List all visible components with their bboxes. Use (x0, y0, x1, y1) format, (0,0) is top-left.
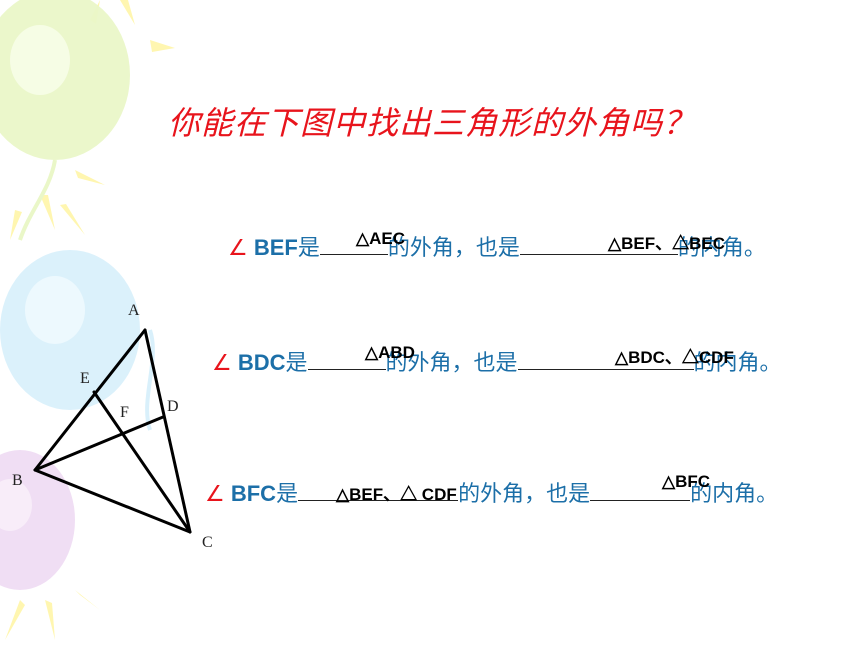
answer-1: △BEF、△ CDF (336, 485, 457, 504)
side-ca (143, 328, 192, 534)
question-row-1: ∠ BEF是 的外角，也是 的内角。 (228, 230, 766, 262)
interior-text: 的内角。 (677, 236, 766, 261)
point-label-f: F (120, 404, 129, 421)
point-label-e: E (80, 370, 90, 387)
answer-blank-1 (307, 351, 386, 370)
page-title: 你能在下图中找出三角形的外角吗？ (168, 104, 697, 142)
point-label-d: D (167, 398, 179, 415)
angle-symbol: ∠ (212, 351, 232, 376)
exterior-text: 的外角，也是 (385, 351, 518, 376)
angle-label: BEF (247, 235, 298, 260)
answer-2: △BEF、△BEC (608, 234, 725, 253)
answer-blank-2 (590, 482, 691, 501)
point-label-a: A (128, 302, 140, 319)
angle-label: BFC (224, 481, 277, 506)
answer-2: △BFC (662, 472, 711, 491)
question-row-2: ∠ BDC是 的外角，也是 的内角。 (212, 345, 782, 377)
is-text: 是 (285, 351, 308, 376)
angle-symbol: ∠ (228, 236, 248, 261)
side-ab (33, 328, 147, 472)
is-text: 是 (297, 236, 320, 261)
segment-bd (33, 415, 165, 472)
side-bc (33, 468, 192, 534)
point-label-b: B (12, 472, 23, 489)
answer-1: △ABD (365, 343, 415, 362)
answer-blank-2 (517, 351, 694, 370)
interior-text: 的内角。 (690, 482, 779, 507)
sun-rays (5, 0, 175, 640)
segment-ce (92, 390, 192, 534)
is-text: 是 (276, 482, 299, 507)
interior-text: 的内角。 (693, 351, 782, 376)
angle-symbol: ∠ (205, 482, 225, 507)
question-row-3: ∠ BFC是 的外角，也是 的内角。 (205, 476, 778, 508)
answer-blank-1 (298, 482, 459, 501)
answer-2: △BDC、△CDF (615, 348, 734, 367)
angle-label: BDC (231, 350, 286, 375)
answer-blank-2 (519, 236, 678, 255)
answer-1: △AEC (356, 229, 405, 248)
exterior-text: 的外角，也是 (458, 482, 591, 507)
exterior-text: 的外角，也是 (387, 236, 520, 261)
point-label-c: C (202, 534, 213, 551)
answer-blank-1 (319, 236, 388, 255)
